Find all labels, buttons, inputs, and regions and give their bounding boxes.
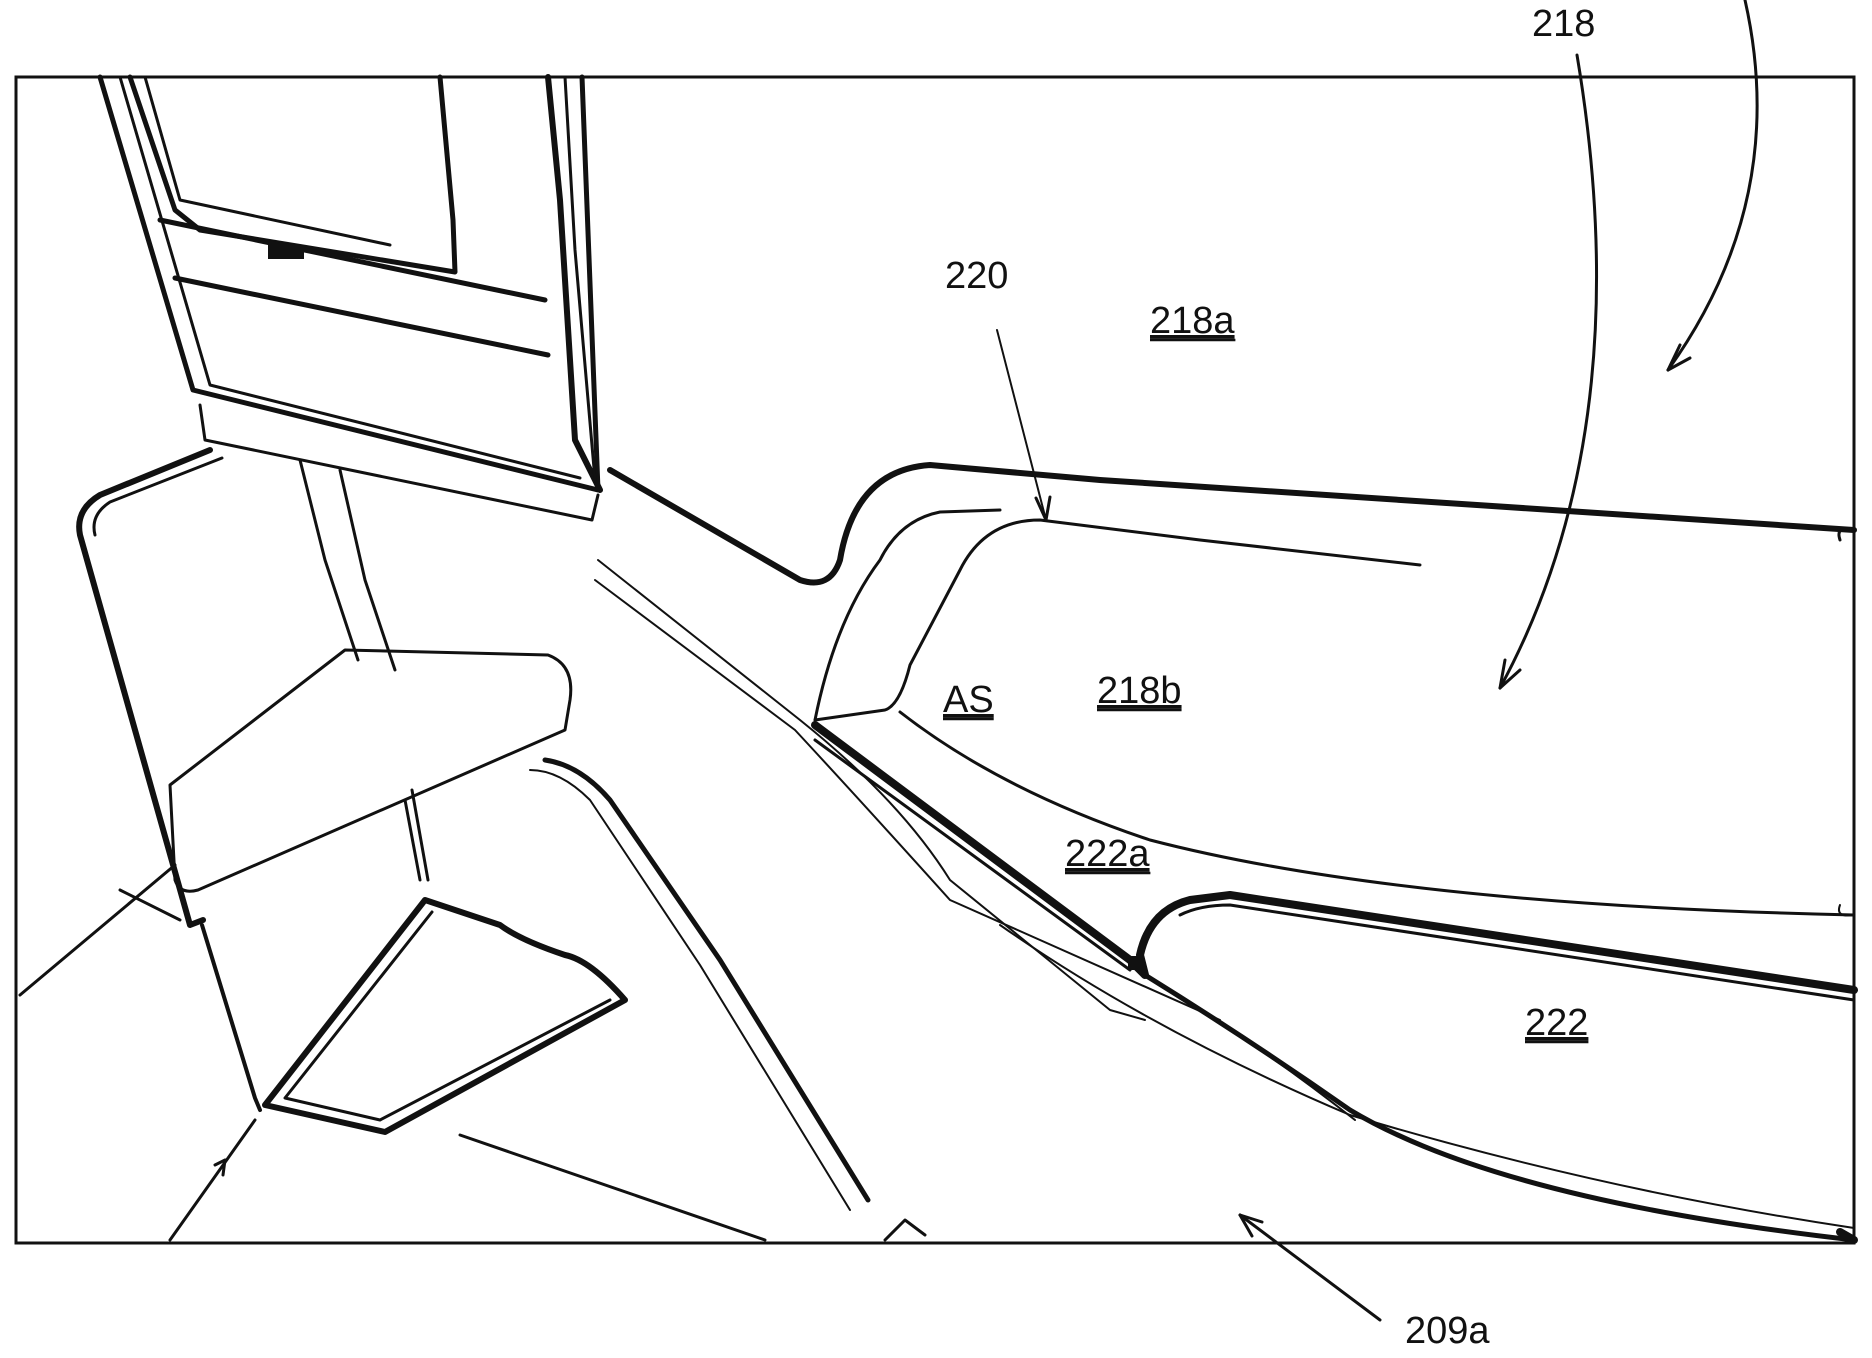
- leader-218: [1498, 0, 1759, 690]
- label-218b: 218b: [1097, 670, 1182, 712]
- label-218a: 218a: [1150, 300, 1235, 342]
- lower-shell-edge: [1142, 972, 1858, 1244]
- label-AS: AS: [943, 679, 994, 721]
- leader-209a: [1238, 1213, 1382, 1322]
- label-222: 222: [1525, 1002, 1588, 1044]
- label-220: 220: [945, 255, 1008, 297]
- armrest-surface: [813, 508, 1856, 917]
- label-209a: 209a: [1405, 1310, 1490, 1352]
- label-218: 218: [1532, 3, 1595, 45]
- leader-220: [996, 329, 1052, 522]
- footrest-frame: [18, 447, 262, 1112]
- seat-back-panel: [97, 74, 603, 493]
- support-column: [198, 403, 600, 882]
- figure-frame: [14, 75, 1856, 1245]
- upper-shell-edge: [607, 462, 1857, 586]
- floor-tray: [168, 897, 767, 1242]
- latch-icon: [268, 245, 304, 259]
- label-222a: 222a: [1065, 833, 1150, 875]
- armrest-front-edge: [811, 721, 1858, 1002]
- footrest-pad: [168, 648, 573, 893]
